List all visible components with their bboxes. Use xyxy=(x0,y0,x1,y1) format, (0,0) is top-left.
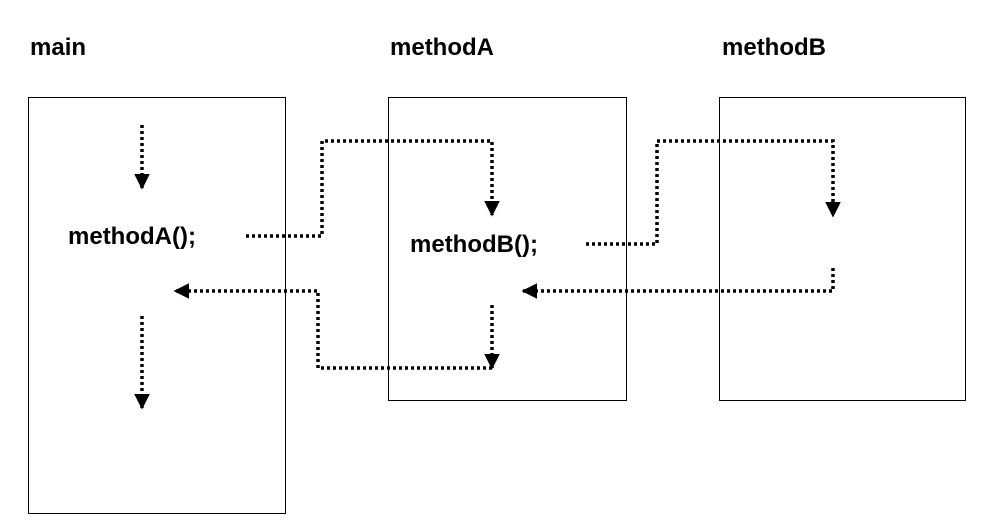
call-to-methodA-arrow xyxy=(246,139,500,238)
methodB-title: methodB xyxy=(722,34,826,61)
return-from-methodA-arrow xyxy=(173,283,492,370)
methodA-box xyxy=(388,97,627,401)
methodA-call-statement: methodA(); xyxy=(68,223,196,250)
main-box xyxy=(28,97,286,514)
methodB-box xyxy=(719,97,966,401)
methodA-title: methodA xyxy=(390,34,494,61)
methodB-call-statement: methodB(); xyxy=(410,231,538,258)
return-from-methodB-arrow xyxy=(521,268,835,299)
call-to-methodB-arrow xyxy=(586,139,841,246)
main-title: main xyxy=(30,34,87,61)
